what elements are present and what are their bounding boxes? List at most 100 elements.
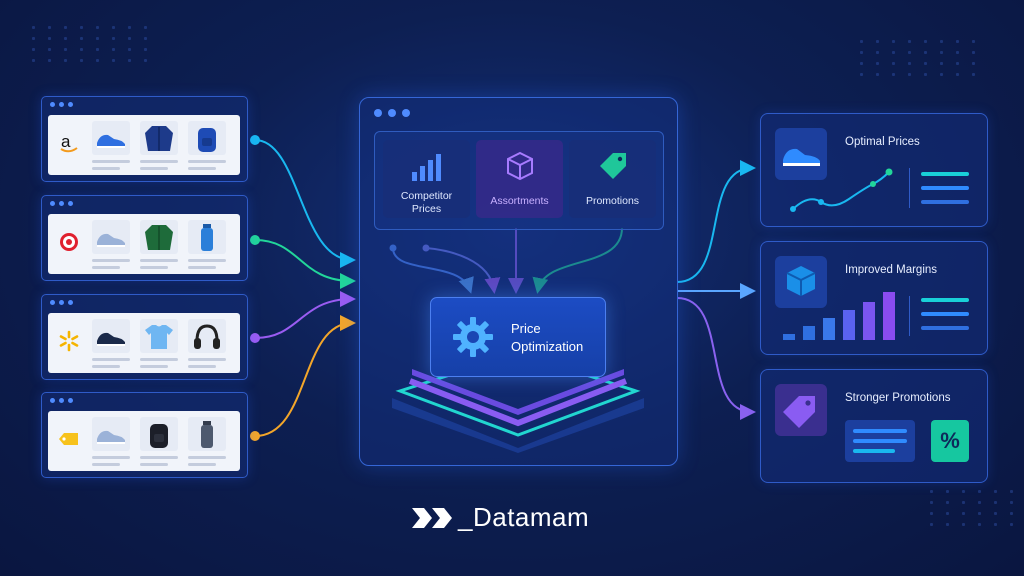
dot-grid-top-left [32,26,152,62]
icon-box [775,128,827,180]
line-placeholder [140,463,168,466]
line-placeholder [92,463,120,466]
walmart-logo-icon [59,330,79,352]
price-optimization-block: Price Optimization [430,297,606,377]
cube-icon [507,151,533,181]
connector-target [254,239,356,289]
brand-mark-icon [412,508,452,528]
legend-bar [853,439,907,443]
bar-chart-icon [412,154,441,181]
dot-grid-top-right [860,40,980,76]
promo-bars-box [845,420,915,462]
price-tag-logo-icon [59,433,78,445]
jacket-icon [140,220,178,254]
store-window-walmart [41,294,248,380]
line-chart-icon [790,168,893,212]
connector-walmart [254,291,356,339]
product-card [48,313,240,373]
legend-bar [921,186,969,190]
gear-icon [453,317,493,357]
divider [909,296,910,336]
line-placeholder [188,266,216,269]
legend-bar [921,298,969,302]
jacket-icon [140,121,178,155]
input-label: Assortments [490,195,549,207]
tshirt-icon [140,319,178,353]
backpack-icon [140,417,178,451]
line-placeholder [188,358,226,361]
line-placeholder [140,160,178,163]
sneaker-icon [92,220,130,254]
line-placeholder [140,358,178,361]
legend-bar [921,326,969,330]
legend-bar [853,449,895,453]
output-title: Improved Margins [845,264,938,276]
store-window-amazon: a [41,96,248,182]
legend-bar [921,200,969,204]
line-placeholder [92,358,130,361]
backpack-icon [188,121,226,155]
icon-box [775,256,827,308]
store-window-target [41,195,248,281]
legend-bar [921,172,969,176]
tag-icon [783,396,815,428]
output-improved-margins: Improved Margins [760,241,988,355]
bottle-icon [188,417,226,451]
bar-chart-icon [783,292,895,340]
inputs-box: Competitor Prices Assortments Promotions [374,131,664,230]
input-label: Competitor Prices [400,190,453,215]
line-placeholder [92,365,120,368]
product-card: a [48,115,240,175]
line-placeholder [188,365,216,368]
input-competitor-prices: Competitor Prices [383,140,470,218]
legend-bar [853,429,907,433]
output-stronger-promotions: Stronger Promotions % [760,369,988,483]
line-placeholder [140,365,168,368]
cube-icon [786,266,816,296]
bottle-icon [188,220,226,254]
line-placeholder [188,463,216,466]
brand-name: _Datamam [458,502,590,532]
sneaker-icon [783,148,820,166]
output-title: Stronger Promotions [845,392,951,404]
brand-logo: _Datamam [410,498,610,538]
line-placeholder [188,167,216,170]
window-dots [50,102,73,107]
divider [909,168,910,208]
window-dots [50,300,73,305]
window-dots [374,109,410,117]
headphones-icon [188,319,226,353]
input-label: Promotions [585,195,640,207]
amazon-logo-icon: a [60,132,78,153]
node-internal-1 [389,244,397,252]
connector-competitor [392,247,474,294]
connector-store4 [254,315,356,437]
line-placeholder [188,456,226,459]
line-placeholder [140,266,168,269]
line-placeholder [92,259,130,262]
tag-icon [600,153,626,179]
sneaker-icon [92,319,130,353]
node-walmart [250,333,260,343]
connector-optimal [676,160,756,283]
icon-box [775,384,827,436]
connector-promotions [532,227,623,294]
connector-amazon [254,139,356,268]
line-placeholder [92,167,120,170]
line-placeholder [188,259,226,262]
optimization-panel: Competitor Prices Assortments Promotions [359,97,678,466]
product-card [48,411,240,471]
line-placeholder [188,160,226,163]
window-dots [50,398,73,403]
output-title: Optimal Prices [845,136,920,148]
percent-label: % [940,428,960,453]
engine-label: Price Optimization [511,321,584,354]
sneaker-icon [92,121,130,155]
input-assortments: Assortments [476,140,563,218]
product-card [48,214,240,274]
line-placeholder [140,456,178,459]
line-placeholder [92,456,130,459]
output-optimal-prices: Optimal Prices [760,113,988,227]
window-dots [50,201,73,206]
